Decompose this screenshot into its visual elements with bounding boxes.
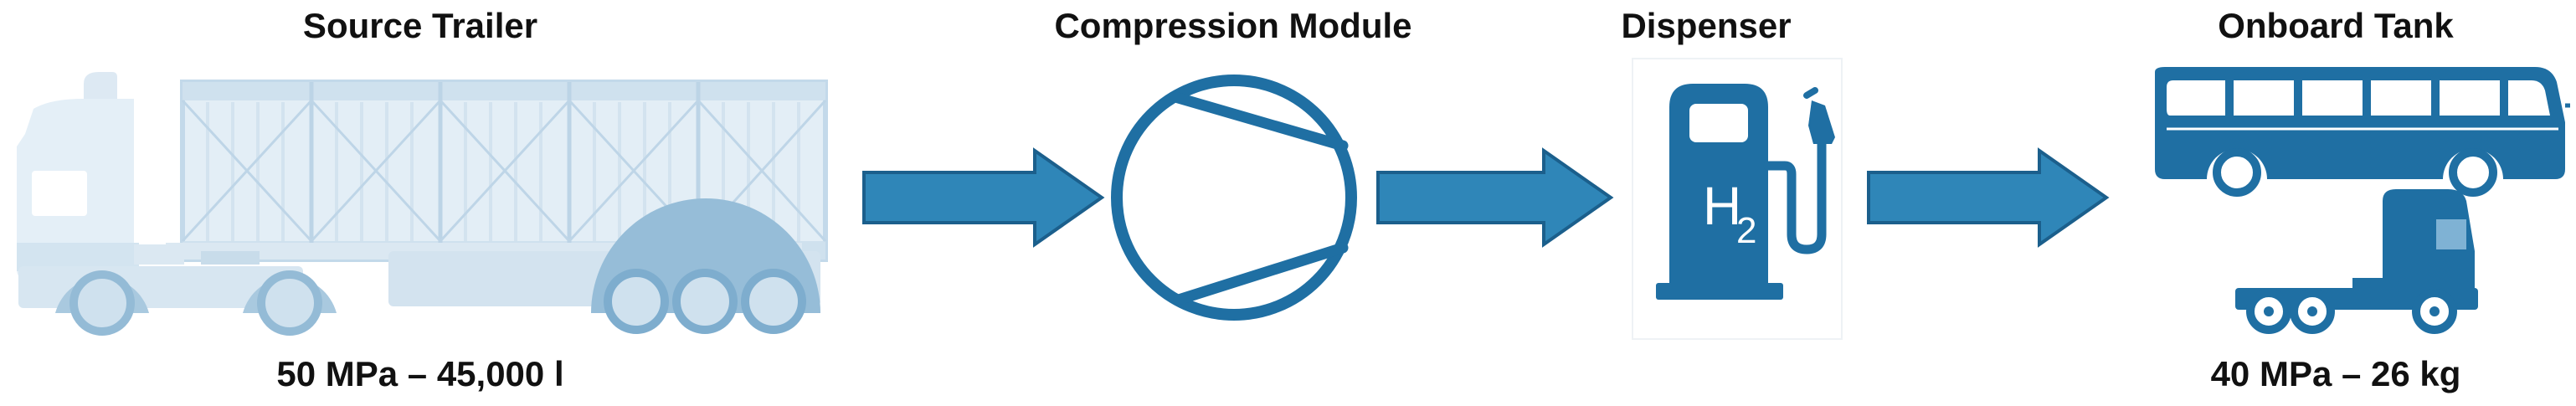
- dispenser-title: Dispenser: [1621, 6, 1792, 45]
- h2-subscript: 2: [1736, 210, 1756, 251]
- source-trailer-title: Source Trailer: [302, 6, 538, 45]
- onboard-tank-title: Onboard Tank: [2218, 6, 2454, 45]
- hydrogen-pump-icon: H 2: [1632, 58, 1843, 340]
- flow-arrow-1: [862, 147, 1105, 248]
- flow-arrow-3: [1867, 147, 2110, 248]
- source-trailer-caption: 50 MPa – 45,000 l: [276, 354, 564, 393]
- compressor-symbol-icon: [1111, 75, 1357, 321]
- truck-tractor-icon: [2235, 189, 2478, 334]
- onboard-tank-caption: 40 MPa – 26 kg: [2210, 354, 2461, 393]
- flow-arrow-2: [1376, 147, 1614, 248]
- bus-icon: [2155, 67, 2570, 197]
- trailer-wheels: [55, 198, 820, 336]
- compression-module-title: Compression Module: [1054, 6, 1412, 45]
- tube-trailer-truck-icon: [17, 72, 828, 336]
- h2-symbol: H: [1703, 176, 1741, 236]
